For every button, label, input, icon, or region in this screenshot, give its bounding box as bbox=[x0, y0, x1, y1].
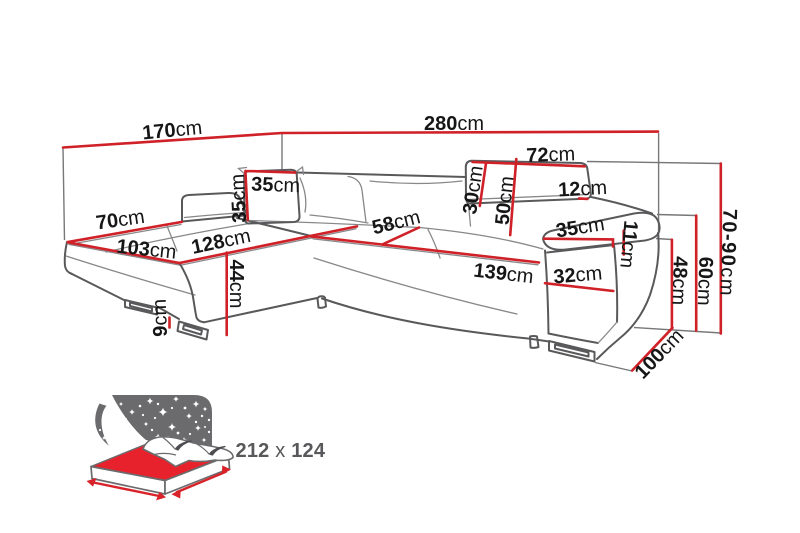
svg-text:60cm: 60cm bbox=[693, 256, 717, 306]
svg-text:11cm: 11cm bbox=[615, 220, 641, 270]
svg-text:44cm: 44cm bbox=[225, 260, 247, 309]
svg-text:103cm: 103cm bbox=[115, 236, 177, 264]
svg-text:70-90cm: 70-90cm bbox=[715, 208, 740, 297]
svg-text:30cm: 30cm bbox=[459, 164, 488, 216]
svg-text:170cm: 170cm bbox=[141, 117, 203, 145]
svg-text:35cm: 35cm bbox=[251, 174, 301, 198]
svg-text:12cm: 12cm bbox=[558, 177, 608, 202]
svg-text:139cm: 139cm bbox=[472, 260, 534, 289]
svg-text:50cm: 50cm bbox=[492, 175, 519, 226]
svg-text:35cm: 35cm bbox=[227, 173, 252, 223]
svg-text:48cm: 48cm bbox=[667, 256, 691, 306]
svg-text:72cm: 72cm bbox=[526, 143, 576, 167]
svg-text:32cm: 32cm bbox=[553, 262, 604, 288]
svg-text:9cm: 9cm bbox=[149, 299, 172, 338]
svg-text:280cm: 280cm bbox=[424, 113, 484, 135]
svg-text:212 x 124: 212 x 124 bbox=[236, 440, 326, 462]
